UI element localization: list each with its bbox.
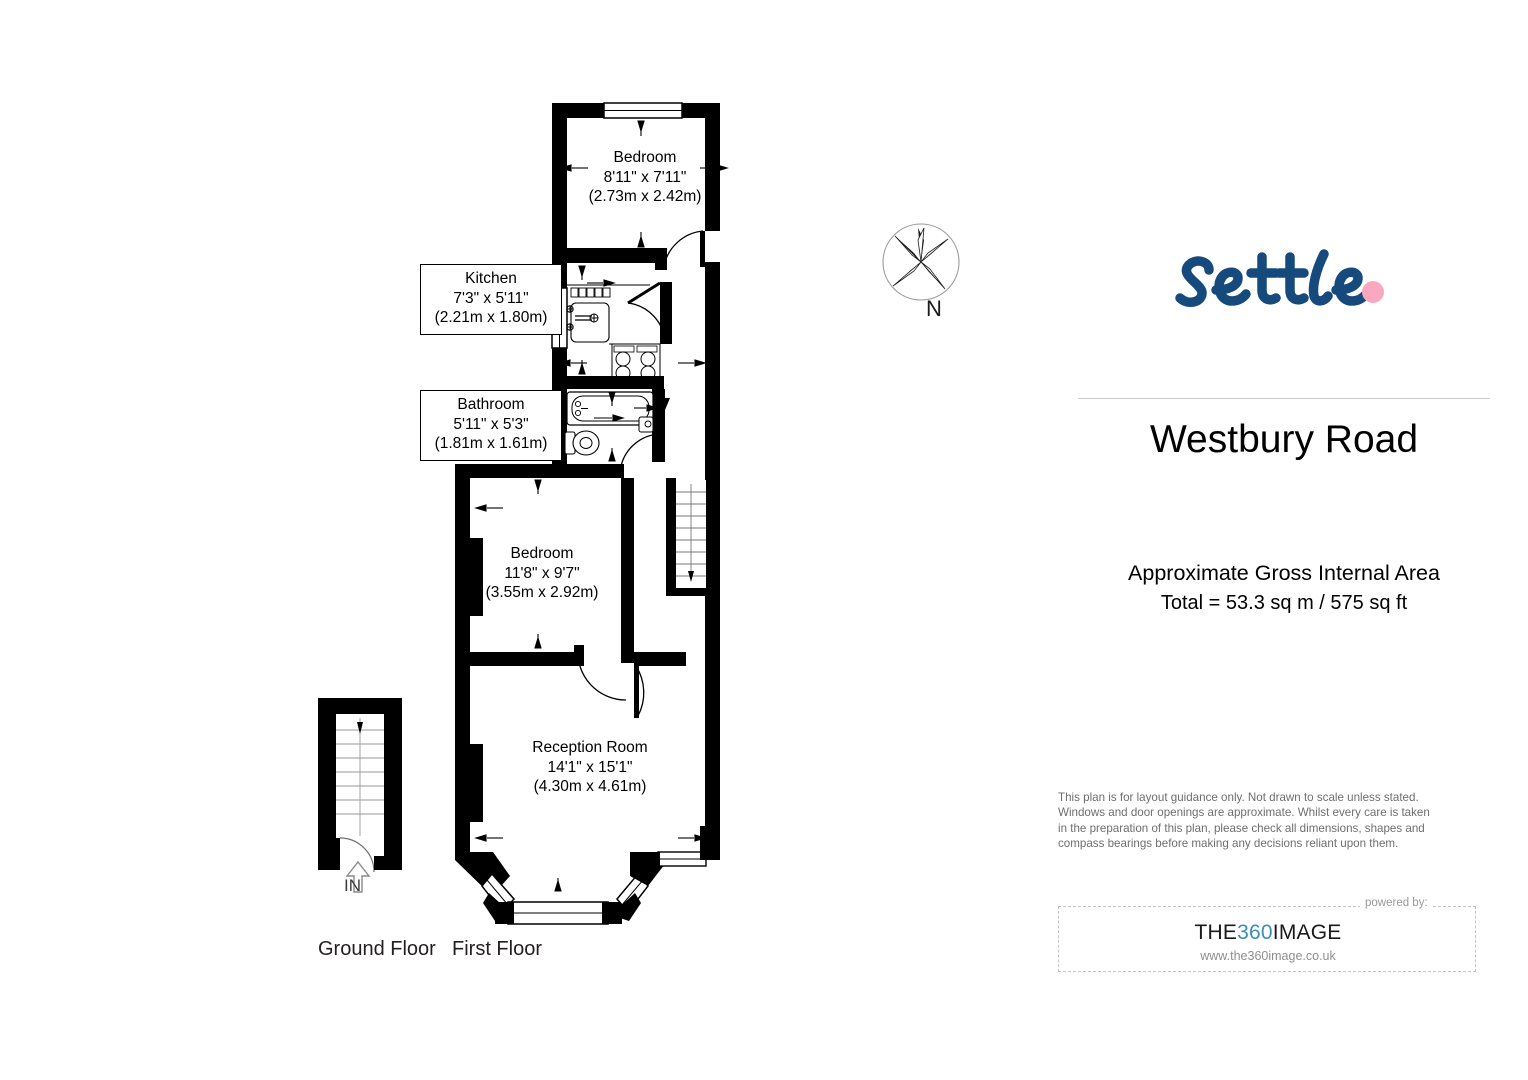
room-name: Kitchen xyxy=(465,270,517,287)
area-heading: Approximate Gross Internal Area xyxy=(1128,561,1440,585)
provider-name-number: 360 xyxy=(1237,921,1273,944)
settle-logo xyxy=(1175,249,1384,307)
room-dimensions-imperial: 8'11" x 7'11" xyxy=(603,168,687,186)
entrance-label: IN xyxy=(344,876,361,895)
room-dimensions-metric: (1.81m x 1.61m) xyxy=(434,435,548,452)
room-label-kitchen: Kitchen 7'3" x 5'11" (2.21m x 1.80m) xyxy=(420,264,562,335)
first-floor-structure xyxy=(455,102,720,925)
bathtub-fixture xyxy=(566,391,654,426)
compass-north-label: N xyxy=(926,296,942,321)
room-label-bathroom: Bathroom 5'11" x 5'3" (1.81m x 1.61m) xyxy=(420,390,562,461)
toilet-fixture xyxy=(564,430,600,456)
room-name: Reception Room xyxy=(532,739,648,756)
ground-floor-staircase xyxy=(336,714,384,844)
room-dimensions-imperial: 14'1" x 15'1" xyxy=(547,758,633,776)
room-dimensions-metric: (2.73m x 2.42m) xyxy=(588,188,702,205)
kitchen-sink-fixture xyxy=(566,302,610,343)
ground-floor-caption: Ground Floor xyxy=(318,938,436,960)
disclaimer-text: This plan is for layout guidance only. N… xyxy=(1058,790,1478,852)
room-label-bedroom-top: Bedroom 8'11" x 7'11" (2.73m x 2.42m) xyxy=(555,148,735,207)
powered-by-label: powered by: xyxy=(1360,897,1433,909)
room-dimensions-imperial: 5'11" x 5'3" xyxy=(453,415,529,433)
room-dimensions-imperial: 7'3" x 5'11" xyxy=(453,289,529,307)
room-name: Bedroom xyxy=(613,149,677,166)
room-dimensions-metric: (4.30m x 4.61m) xyxy=(533,778,647,795)
room-name: Bathroom xyxy=(457,396,525,413)
provider-website-url: www.the360image.co.uk xyxy=(1200,949,1336,963)
bay-window-front xyxy=(507,901,609,925)
reception-rear-window xyxy=(657,851,707,867)
entrance-arrow-icon xyxy=(345,860,371,893)
disclaimer-line-4: compass bearings before making any decis… xyxy=(1058,837,1399,851)
ground-floor-structure xyxy=(318,698,402,893)
room-dimensions-metric: (3.55m x 2.92m) xyxy=(485,584,599,601)
room-dimensions-imperial: 11'8" x 9'7" xyxy=(504,564,580,582)
dimension-arrows xyxy=(474,120,729,892)
disclaimer-line-3: in the preparation of this plan, please … xyxy=(1058,821,1425,835)
disclaimer-line-1: This plan is for layout guidance only. N… xyxy=(1058,791,1419,804)
provider-name-suffix: IMAGE xyxy=(1272,921,1342,944)
area-total: Total = 53.3 sq m / 575 sq ft xyxy=(1160,592,1408,614)
provider-credit-box: THE360IMAGE www.the360image.co.uk xyxy=(1058,906,1476,972)
compass-rose-icon xyxy=(882,223,960,301)
floor-plan-canvas: Bedroom 8'11" x 7'11" (2.73m x 2.42m) Ki… xyxy=(318,102,960,960)
disclaimer-line-2: Windows and door openings are approximat… xyxy=(1058,806,1430,820)
page-title: Westbury Road xyxy=(1149,418,1419,461)
first-floor-staircase xyxy=(676,480,706,588)
provider-name: THE360IMAGE xyxy=(1059,921,1477,945)
kitchen-cabinet-drawers xyxy=(570,287,611,298)
room-label-reception-room: Reception Room 14'1" x 15'1" (4.30m x 4.… xyxy=(500,738,680,797)
room-label-bedroom-lower: Bedroom 11'8" x 9'7" (3.55m x 2.92m) xyxy=(452,544,632,603)
floor-plan-drawing xyxy=(318,102,960,925)
room-dimensions-metric: (2.21m x 1.80m) xyxy=(434,309,548,326)
info-panel: Westbury Road Approximate Gross Internal… xyxy=(1040,0,1528,1080)
room-name: Bedroom xyxy=(510,545,574,562)
washbasin-fixture xyxy=(638,416,654,433)
provider-name-prefix: THE xyxy=(1194,921,1238,944)
first-floor-caption: First Floor xyxy=(452,938,542,960)
panel-divider xyxy=(1078,398,1490,399)
